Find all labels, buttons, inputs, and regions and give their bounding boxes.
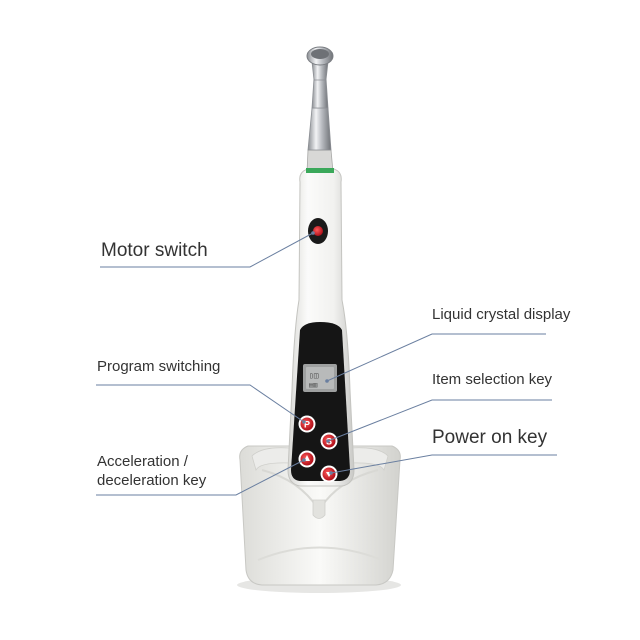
contra-angle-head (306, 46, 334, 173)
leader-line-endpoints (302, 231, 333, 475)
label-power-on-key: Power on key (432, 427, 548, 448)
leader-line-motor-switch (100, 232, 314, 268)
acceleration-key (298, 450, 316, 468)
leader-line-item-selection (327, 399, 552, 442)
leader-line-lcd (326, 333, 546, 382)
leader-lines (96, 232, 557, 496)
label-acceleration-line1: Acceleration / (97, 453, 188, 470)
label-acceleration-deceleration-key: Acceleration / deceleration key (97, 452, 206, 490)
program-key-letter: P (304, 420, 310, 430)
label-liquid-crystal-display: Liquid crystal display (432, 306, 571, 323)
leader-line-acceleration (96, 459, 305, 496)
svg-text:▯◫: ▯◫ (309, 371, 319, 380)
motor-switch-key (308, 218, 328, 244)
label-program-switching: Program switching (97, 358, 221, 375)
svg-text:▤▥: ▤▥ (309, 381, 318, 389)
power-key (320, 465, 338, 483)
base-indicator (312, 499, 326, 519)
leader-line-program (96, 384, 305, 423)
leader-line-power (330, 454, 557, 474)
label-item-selection-key: Item selection key (432, 371, 553, 388)
handpiece-body: ▯◫ ▤▥ (287, 167, 355, 487)
label-acceleration-line2: deceleration key (97, 472, 207, 489)
label-motor-switch: Motor switch (101, 240, 208, 261)
